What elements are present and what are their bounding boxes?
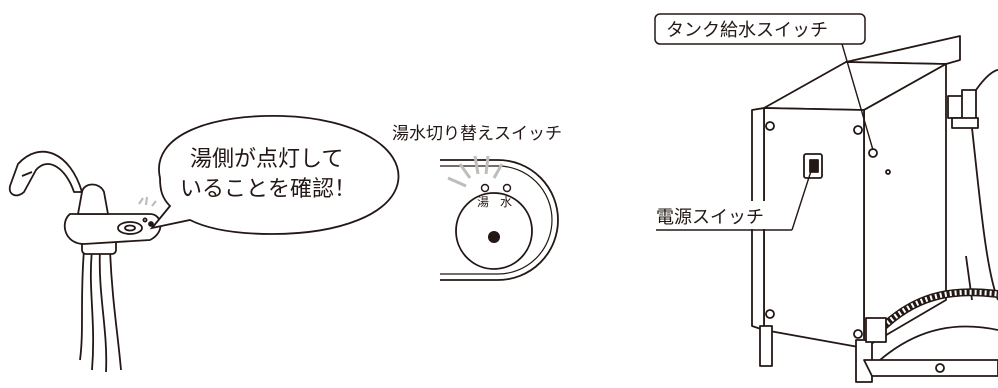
switch-detail: 湯水切り替えスイッチ 湯 水 [392, 124, 562, 281]
cold-label: 水 [500, 195, 512, 209]
bubble-line-2: いることを確認！ [180, 177, 356, 202]
power-switch-callout: 電源スイッチ [652, 167, 813, 231]
panel-outline [440, 159, 559, 281]
switch-center-dot [488, 231, 500, 243]
power-switch-label: 電源スイッチ [656, 207, 764, 228]
cold-lamp [502, 183, 512, 193]
tank-fill-switch-box [654, 13, 866, 45]
switch-title: 湯水切り替えスイッチ [392, 124, 562, 144]
lamp-glow [447, 155, 504, 188]
panel-inner-outline [440, 165, 553, 275]
hot-lamp [480, 183, 490, 193]
tank-fill-leader-line [841, 43, 874, 151]
hot-label: 湯 [477, 195, 489, 209]
bubble-line-1: 湯側が点灯して [190, 147, 343, 172]
callout-bubble: 湯側が点灯して いることを確認！ [149, 115, 400, 235]
faucet-illustration [8, 150, 162, 373]
tank-fill-switch-callout: タンク給水スイッチ [654, 13, 874, 151]
power-switch-leader-line [791, 167, 813, 231]
tank-fill-switch-label: タンク給水スイッチ [666, 20, 828, 41]
bubble-outline [149, 115, 400, 235]
power-switch-label-bg [652, 201, 800, 229]
